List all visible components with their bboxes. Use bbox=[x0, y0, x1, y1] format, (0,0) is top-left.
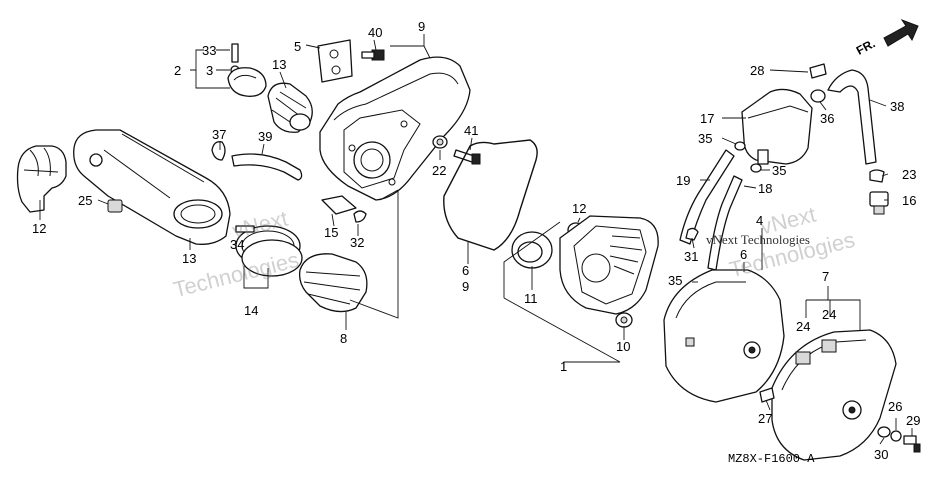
part-24-pad bbox=[795, 339, 837, 365]
callout-28: 28 bbox=[750, 63, 765, 78]
callout-18: 16 bbox=[902, 193, 917, 208]
callout-15: 13 bbox=[272, 57, 287, 72]
callout-10: 10 bbox=[616, 339, 631, 354]
part-8-connecting-tube bbox=[298, 253, 368, 313]
callout-7: 7 bbox=[822, 269, 830, 284]
callout-30: 30 bbox=[874, 447, 889, 462]
callout-1: 1 bbox=[560, 359, 568, 374]
callout-16: 14 bbox=[244, 303, 259, 318]
part-1-element-assembly bbox=[559, 215, 659, 315]
part-19-breather-chamber bbox=[741, 88, 813, 165]
diagram-code: MZ8X-F1600 A bbox=[728, 452, 815, 466]
callout-4: 4 bbox=[756, 213, 764, 228]
part-9-air-cleaner-case bbox=[319, 56, 471, 201]
part-11-seal bbox=[511, 231, 553, 269]
callout-37: 37 bbox=[212, 127, 227, 142]
part-39-hose bbox=[231, 153, 303, 181]
callout-40: 40 bbox=[368, 25, 383, 40]
callout-24-left: 24 bbox=[796, 319, 811, 334]
callout-17: 15 bbox=[324, 225, 339, 240]
part-25-screw bbox=[107, 199, 123, 213]
part-41-bolt bbox=[453, 149, 481, 165]
part-32-clip bbox=[353, 210, 367, 223]
callout-9-lower: 9 bbox=[462, 279, 470, 294]
callout-35-b: 35 bbox=[772, 163, 787, 178]
part-10-grommet bbox=[615, 312, 633, 328]
callout-23: 23 bbox=[902, 167, 917, 182]
part-5-bracket bbox=[317, 39, 353, 83]
part-2-clamp-assembly bbox=[227, 43, 267, 97]
part-38-tube bbox=[827, 69, 877, 165]
part-15-joint-rubber bbox=[267, 82, 313, 133]
part-17-clip bbox=[321, 195, 357, 215]
part-22-grommet bbox=[432, 135, 448, 149]
callout-41: 41 bbox=[464, 123, 479, 138]
callout-9: 9 bbox=[418, 19, 426, 34]
callout-36: 36 bbox=[820, 111, 835, 126]
part-30-26-29-fasteners bbox=[877, 426, 921, 453]
callout-19: 17 bbox=[700, 111, 715, 126]
part-40-bolt bbox=[361, 49, 385, 61]
callout-14: 12 bbox=[32, 221, 47, 236]
callout-34: 34 bbox=[230, 237, 245, 252]
callout-26: 26 bbox=[888, 399, 903, 414]
callout-31: 31 bbox=[684, 249, 699, 264]
callout-13: 13 bbox=[182, 251, 197, 266]
callout-21: 19 bbox=[676, 173, 691, 188]
part-21-hose bbox=[679, 149, 735, 245]
callout-6: 6 bbox=[462, 263, 470, 278]
callout-33: 33 bbox=[202, 43, 217, 58]
part-4-inner-cover bbox=[663, 269, 785, 403]
callout-32: 32 bbox=[350, 235, 365, 250]
part-28-bolt bbox=[809, 63, 827, 79]
part-6-packing bbox=[443, 139, 538, 251]
callout-25: 25 bbox=[78, 193, 93, 208]
part-36-nut bbox=[810, 89, 826, 103]
callout-8: 8 bbox=[340, 331, 348, 346]
callout-2: 2 bbox=[174, 63, 182, 78]
callout-38: 38 bbox=[890, 99, 905, 114]
part-18-plug bbox=[869, 191, 889, 215]
callout-35: 35 bbox=[698, 131, 713, 146]
callout-29: 29 bbox=[906, 413, 921, 428]
callout-11: 11 bbox=[524, 291, 538, 306]
part-20-hose bbox=[707, 175, 743, 271]
callout-27: 27 bbox=[758, 411, 773, 426]
callout-3: 3 bbox=[206, 63, 214, 78]
part-23-clip bbox=[869, 169, 885, 183]
callout-35-c: 35 bbox=[668, 273, 683, 288]
watermark-label: vNext Technologies bbox=[706, 232, 810, 247]
part-16-band-clamp bbox=[235, 225, 303, 277]
front-direction-arrow bbox=[883, 18, 919, 47]
part-13-intake-duct bbox=[73, 129, 231, 245]
callout-20: 18 bbox=[758, 181, 773, 196]
leader-lines bbox=[39, 34, 913, 445]
callout-6-right: 6 bbox=[740, 247, 748, 262]
callout-24-right: 24 bbox=[822, 307, 837, 322]
callout-12: 12 bbox=[572, 201, 587, 216]
callout-39: 39 bbox=[258, 129, 273, 144]
part-14-intake-elbow bbox=[16, 145, 67, 213]
part-37-clip bbox=[211, 141, 226, 161]
part-27-screw bbox=[759, 387, 775, 403]
callout-5: 5 bbox=[294, 39, 302, 54]
part-31-clip bbox=[685, 227, 699, 241]
callout-22: 22 bbox=[432, 163, 447, 178]
